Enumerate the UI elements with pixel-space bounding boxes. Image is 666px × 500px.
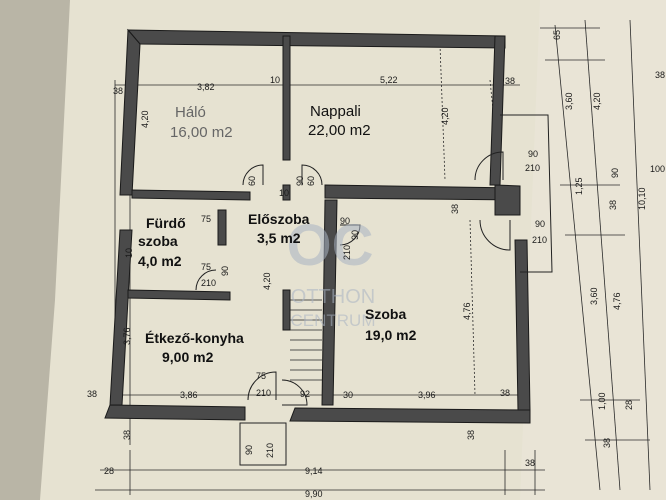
watermark-logo: OC <box>287 213 374 278</box>
dim-label: 90 <box>340 216 350 226</box>
dim-label: 38 <box>122 430 132 440</box>
dim-label: 38 <box>505 76 515 86</box>
dim-label: 38 <box>525 458 535 468</box>
dim-label: 38 <box>608 200 618 210</box>
dim-label: 90 <box>610 168 620 178</box>
watermark: OC OTTHON CENTRUM <box>287 213 376 330</box>
dim-label: 90 <box>535 219 545 229</box>
dim-label: 3,82 <box>197 82 215 92</box>
room-szoba-name: Szoba <box>365 306 406 322</box>
dim-label: 65 <box>552 30 562 40</box>
room-eloszoba-name: Előszoba <box>248 211 310 227</box>
dim-label: 75 <box>256 371 266 381</box>
dim-label: 9,90 <box>305 489 323 499</box>
dim-label: 30 <box>343 390 353 400</box>
dim-label: 9,14 <box>305 466 323 476</box>
room-furdo-area: 4,0 m2 <box>138 253 182 269</box>
dim-label: 3,76 <box>122 327 132 345</box>
dim-label: 4,20 <box>592 92 602 110</box>
dim-label: 90 <box>244 445 254 455</box>
dim-label: 5,22 <box>380 75 398 85</box>
dim-label: 38 <box>655 70 665 80</box>
dim-label: 28 <box>624 400 634 410</box>
dim-label: 60 <box>247 176 257 186</box>
room-halo-name: Háló <box>175 104 206 121</box>
room-nappali-area: 22,00 m2 <box>308 122 371 139</box>
room-furdo-name2: szoba <box>138 233 178 249</box>
dim-label: 90 <box>350 230 360 240</box>
dim-label: 1,25 <box>574 177 584 195</box>
watermark-line1: OTTHON <box>291 286 375 308</box>
dim-label: 3,96 <box>418 390 436 400</box>
dim-label: 28 <box>104 466 114 476</box>
dim-label: 90 <box>220 266 230 276</box>
dim-label: 38 <box>450 204 460 214</box>
dim-label: 4,76 <box>612 292 622 310</box>
dim-label: 38 <box>466 430 476 440</box>
dim-label: 4,76 <box>462 302 472 320</box>
dim-label: 38 <box>602 438 612 448</box>
room-etkezo-name: Étkező-konyha <box>145 330 244 346</box>
dim-label: 4,20 <box>140 110 150 128</box>
dim-label: 1,00 <box>597 392 607 410</box>
dim-label: 3,60 <box>589 287 599 305</box>
dim-label: 75 <box>201 262 211 272</box>
dimension-lines <box>95 19 651 495</box>
dim-label: 4,20 <box>262 272 272 290</box>
dimension-labels: 3,82 5,22 10 38 38 4,20 4,20 90 210 90 2… <box>87 30 665 499</box>
door-swings <box>195 151 511 406</box>
dim-label: 210 <box>265 443 275 458</box>
dim-label: 60 <box>306 176 316 186</box>
dim-label: 210 <box>532 235 547 245</box>
room-nappali-name: Nappali <box>310 103 361 120</box>
dim-label: 210 <box>201 278 216 288</box>
dim-label: 4,20 <box>440 107 450 125</box>
room-etkezo-area: 9,00 m2 <box>162 349 214 365</box>
room-eloszoba-area: 3,5 m2 <box>257 230 301 246</box>
dim-label: 10 <box>279 188 289 198</box>
dim-label: 10 <box>124 248 134 258</box>
dim-label: 10,10 <box>637 187 647 210</box>
dim-label: 38 <box>87 389 97 399</box>
dim-label: 3,60 <box>564 92 574 110</box>
room-halo-area: 16,00 m2 <box>170 124 233 141</box>
dim-label: 210 <box>342 245 352 260</box>
dim-label: 90 <box>295 176 305 186</box>
dim-label: 10 <box>270 75 280 85</box>
watermark-line2: CENTRUM <box>291 311 376 330</box>
dim-label: 75 <box>201 214 211 224</box>
balcony <box>239 114 553 466</box>
dim-label: 90 <box>528 149 538 159</box>
dim-label: 38 <box>500 388 510 398</box>
dim-label: 38 <box>113 86 123 96</box>
dim-label: 3,86 <box>180 390 198 400</box>
room-labels: Háló 16,00 m2 Nappali 22,00 m2 Fürdő szo… <box>138 103 417 365</box>
staircase <box>290 299 322 381</box>
dim-label: 210 <box>525 163 540 173</box>
room-szoba-area: 19,0 m2 <box>365 327 417 343</box>
walls <box>104 28 531 424</box>
dim-label: 210 <box>256 388 271 398</box>
dim-label: 100 <box>650 164 665 174</box>
room-furdo-name1: Fürdő <box>146 215 186 231</box>
dim-label: 92 <box>300 389 310 399</box>
